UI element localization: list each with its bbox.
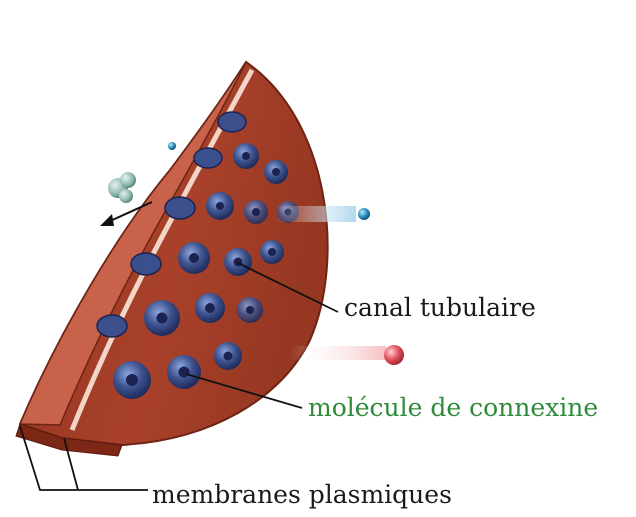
- connexon: [244, 200, 268, 224]
- connexon: [195, 293, 225, 323]
- connexon: [260, 240, 284, 264]
- edge-channel: [131, 253, 161, 275]
- connexon: [206, 192, 234, 220]
- connexon: [144, 300, 180, 336]
- edge-channel: [218, 112, 246, 132]
- canal-tubulaire-label: canal tubulaire: [344, 295, 536, 320]
- connexon: [178, 242, 210, 274]
- red-particle: [384, 345, 404, 365]
- red-particle-trail: [290, 346, 386, 360]
- edge-channel: [165, 197, 195, 219]
- connexon: [113, 361, 151, 399]
- blue-particle-trail: [276, 206, 356, 222]
- connexon: [233, 143, 259, 169]
- blue-particle: [358, 208, 370, 220]
- connexine-label: molécule de connexine: [308, 395, 598, 420]
- connexon: [214, 342, 242, 370]
- connexon: [237, 297, 263, 323]
- membranes-label: membranes plasmiques: [152, 482, 452, 507]
- edge-channel: [194, 148, 222, 168]
- molecule-cluster: [108, 172, 136, 203]
- connexon: [167, 355, 201, 389]
- connexon: [264, 160, 288, 184]
- edge-channel: [97, 315, 127, 337]
- small-blue-particle: [168, 142, 176, 150]
